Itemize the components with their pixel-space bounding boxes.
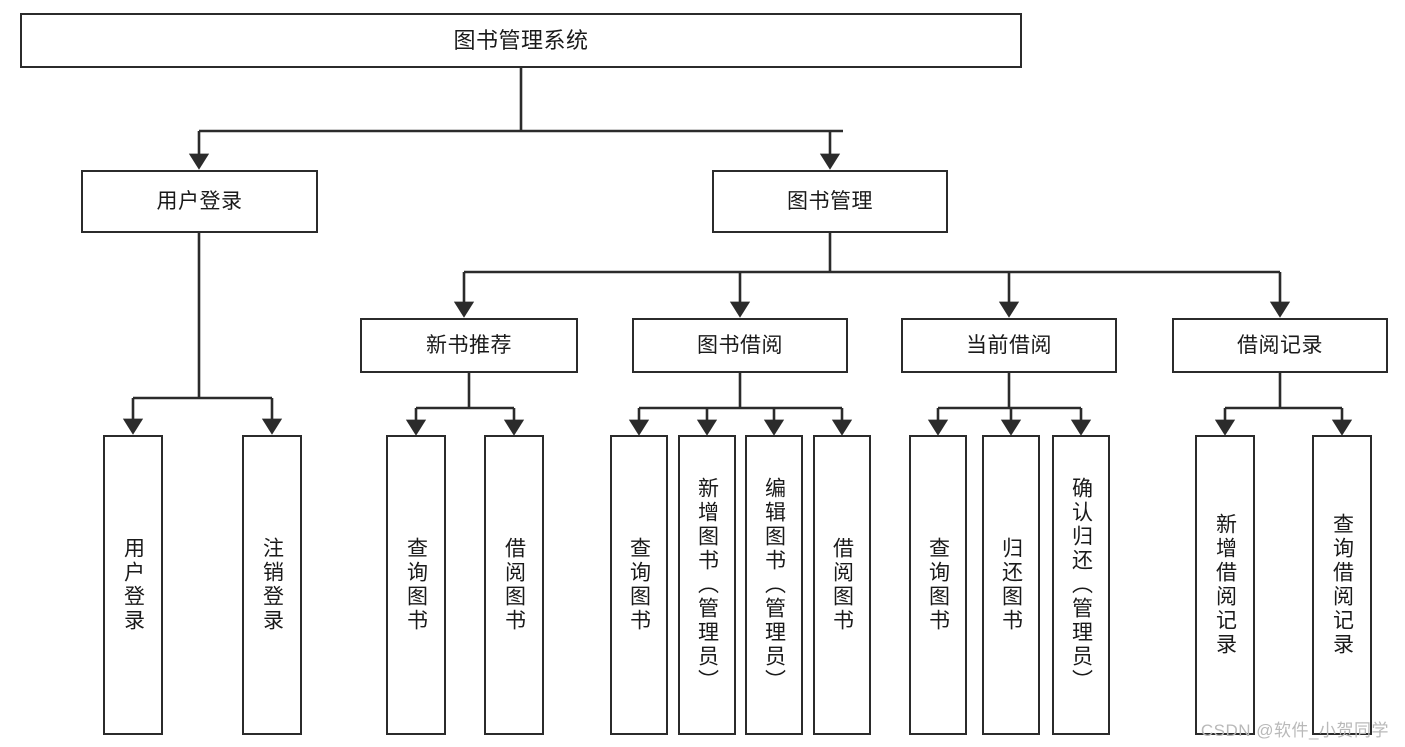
node-leaf-return-book-label: 归还图书 — [999, 537, 1023, 633]
node-leaf-borrow-book[interactable]: 借阅图书 — [813, 435, 871, 735]
node-borrow-record[interactable]: 借阅记录 — [1172, 318, 1388, 373]
node-leaf-confirm-return-label: 确认归还（管理员） — [1069, 477, 1093, 693]
node-user-login-label: 用户登录 — [156, 189, 243, 213]
node-leaf-logout[interactable]: 注销登录 — [242, 435, 302, 735]
node-leaf-add-borrow-record[interactable]: 新增借阅记录 — [1195, 435, 1255, 735]
node-book-manage-label: 图书管理 — [787, 189, 873, 213]
node-leaf-query-book-borrow[interactable]: 查询图书 — [610, 435, 668, 735]
node-current-borrow-label: 当前借阅 — [966, 333, 1052, 357]
node-current-borrow[interactable]: 当前借阅 — [901, 318, 1117, 373]
node-leaf-user-login[interactable]: 用户登录 — [103, 435, 163, 735]
node-new-book-recommend[interactable]: 新书推荐 — [360, 318, 578, 373]
node-new-book-recommend-label: 新书推荐 — [426, 333, 512, 357]
node-leaf-query-book-current[interactable]: 查询图书 — [909, 435, 967, 735]
node-leaf-query-borrow-record-label: 查询借阅记录 — [1330, 513, 1354, 657]
node-leaf-edit-book-label: 编辑图书（管理员） — [762, 477, 786, 693]
node-borrow-record-label: 借阅记录 — [1237, 333, 1323, 357]
node-leaf-add-borrow-record-label: 新增借阅记录 — [1213, 513, 1237, 657]
node-leaf-user-login-label: 用户登录 — [121, 537, 145, 633]
node-leaf-confirm-return[interactable]: 确认归还（管理员） — [1052, 435, 1110, 735]
node-leaf-query-book-borrow-label: 查询图书 — [627, 537, 651, 633]
node-leaf-return-book[interactable]: 归还图书 — [982, 435, 1040, 735]
node-book-manage[interactable]: 图书管理 — [712, 170, 948, 233]
node-leaf-add-book-label: 新增图书（管理员） — [695, 477, 719, 693]
node-user-login[interactable]: 用户登录 — [81, 170, 318, 233]
node-root-label: 图书管理系统 — [453, 27, 589, 53]
node-leaf-query-book-recommend-label: 查询图书 — [404, 537, 428, 633]
node-leaf-borrow-book-label: 借阅图书 — [830, 537, 854, 633]
node-leaf-edit-book[interactable]: 编辑图书（管理员） — [745, 435, 803, 735]
node-leaf-query-book-current-label: 查询图书 — [926, 537, 950, 633]
node-root[interactable]: 图书管理系统 — [20, 13, 1022, 68]
node-leaf-query-book-recommend[interactable]: 查询图书 — [386, 435, 446, 735]
node-leaf-logout-label: 注销登录 — [260, 537, 284, 633]
node-book-borrow[interactable]: 图书借阅 — [632, 318, 848, 373]
node-leaf-add-book[interactable]: 新增图书（管理员） — [678, 435, 736, 735]
node-leaf-borrow-book-recommend-label: 借阅图书 — [502, 537, 526, 633]
node-leaf-borrow-book-recommend[interactable]: 借阅图书 — [484, 435, 544, 735]
node-leaf-query-borrow-record[interactable]: 查询借阅记录 — [1312, 435, 1372, 735]
node-book-borrow-label: 图书借阅 — [697, 333, 783, 357]
watermark: CSDN @软件_小贺同学 — [1200, 721, 1389, 740]
